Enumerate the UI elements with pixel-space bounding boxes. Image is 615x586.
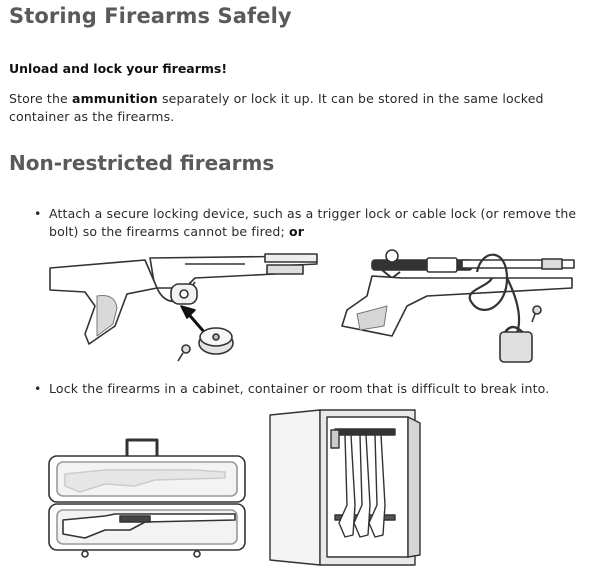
bullet-text: Attach a secure locking device, such as … xyxy=(49,206,577,239)
subheading: Unload and lock your firearms! xyxy=(9,61,228,76)
paragraph-text-after: separately or lock it up. It can be stor… xyxy=(9,91,544,124)
paragraph-bold-ammunition: ammunition xyxy=(72,91,158,106)
bullet-item-locking-device: • Attach a secure locking device, such a… xyxy=(34,205,599,241)
bullet-bold-or: or xyxy=(289,224,305,239)
intro-paragraph: Store the ammunition separately or lock … xyxy=(9,90,599,126)
locked-case-illustration xyxy=(48,438,246,558)
bullet-text: Lock the firearms in a cabinet, containe… xyxy=(49,381,550,396)
paragraph-text-before: Store the xyxy=(9,91,72,106)
gun-cabinet-illustration xyxy=(269,409,421,566)
section-title: Non-restricted firearms xyxy=(9,151,275,175)
bullet-dot: • xyxy=(34,381,42,396)
trigger-lock-illustration xyxy=(49,253,318,362)
bullet-dot: • xyxy=(34,206,42,221)
bullet-item-secure-storage: • Lock the firearms in a cabinet, contai… xyxy=(34,380,609,398)
page-title: Storing Firearms Safely xyxy=(9,4,292,28)
cable-lock-illustration xyxy=(341,249,575,363)
